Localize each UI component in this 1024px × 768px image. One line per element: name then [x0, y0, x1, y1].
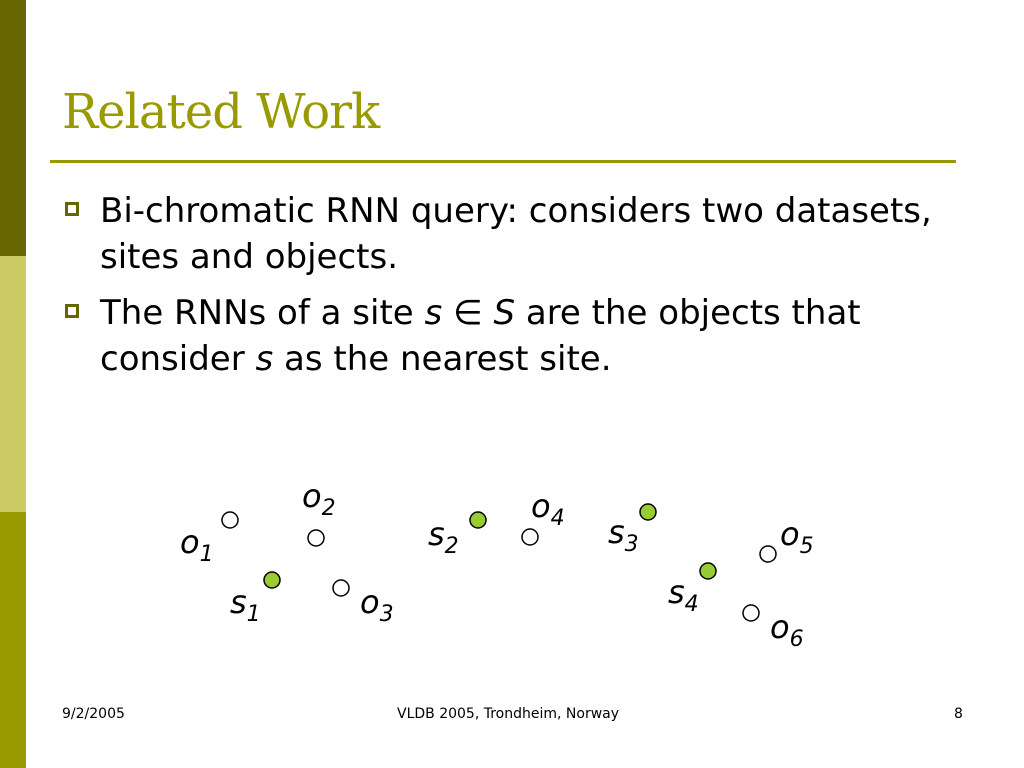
point-label: o4 [531, 487, 565, 531]
bullet-2-part-3: as the nearest site. [273, 339, 612, 379]
point-label: o3 [360, 583, 394, 627]
site-point [263, 571, 281, 589]
site-point [469, 511, 487, 529]
point-label: s2 [428, 515, 459, 559]
element-of-symbol: ∈ [453, 293, 483, 333]
point-label: o6 [770, 608, 804, 652]
point-label: s3 [608, 513, 639, 557]
point-label: s1 [230, 583, 261, 627]
object-point [332, 579, 350, 597]
point-label: o1 [180, 523, 214, 567]
sidebar-band-top [0, 0, 26, 256]
bullet-2-part-1: The RNNs of a site [100, 293, 425, 333]
bullet-text-1: Bi-chromatic RNN query: considers two da… [100, 191, 932, 277]
point-label: o2 [302, 477, 336, 521]
sidebar-band-bottom [0, 512, 26, 768]
footer-date: 9/2/2005 [62, 706, 125, 722]
variable-s: s [424, 293, 443, 333]
site-point [699, 562, 717, 580]
slide-title: Related Work [62, 84, 380, 140]
point-label: o5 [780, 515, 814, 559]
object-point [307, 529, 325, 547]
title-underline [50, 160, 956, 163]
footer-conference: VLDB 2005, Trondheim, Norway [397, 706, 620, 722]
site-point [639, 503, 657, 521]
variable-S: S [493, 293, 516, 333]
footer-page-number: 8 [954, 706, 963, 722]
bullet-2-part-2: are the objects that consider [100, 293, 861, 379]
bullet-list: Bi-chromatic RNN query: considers two da… [62, 188, 942, 392]
bullet-item-1: Bi-chromatic RNN query: considers two da… [62, 188, 942, 280]
bullet-item-2: The RNNs of a site s ∈ S are the objects… [62, 290, 942, 382]
variable-s-2: s [255, 339, 274, 379]
object-point [759, 545, 777, 563]
object-point [221, 511, 239, 529]
object-point [521, 528, 539, 546]
object-point [742, 604, 760, 622]
point-label: s4 [668, 573, 699, 617]
sidebar-band-middle [0, 256, 26, 512]
square-bullet-icon [65, 202, 79, 216]
square-bullet-icon [65, 304, 79, 318]
bullet-text-2: The RNNs of a site s ∈ S are the objects… [100, 290, 942, 382]
